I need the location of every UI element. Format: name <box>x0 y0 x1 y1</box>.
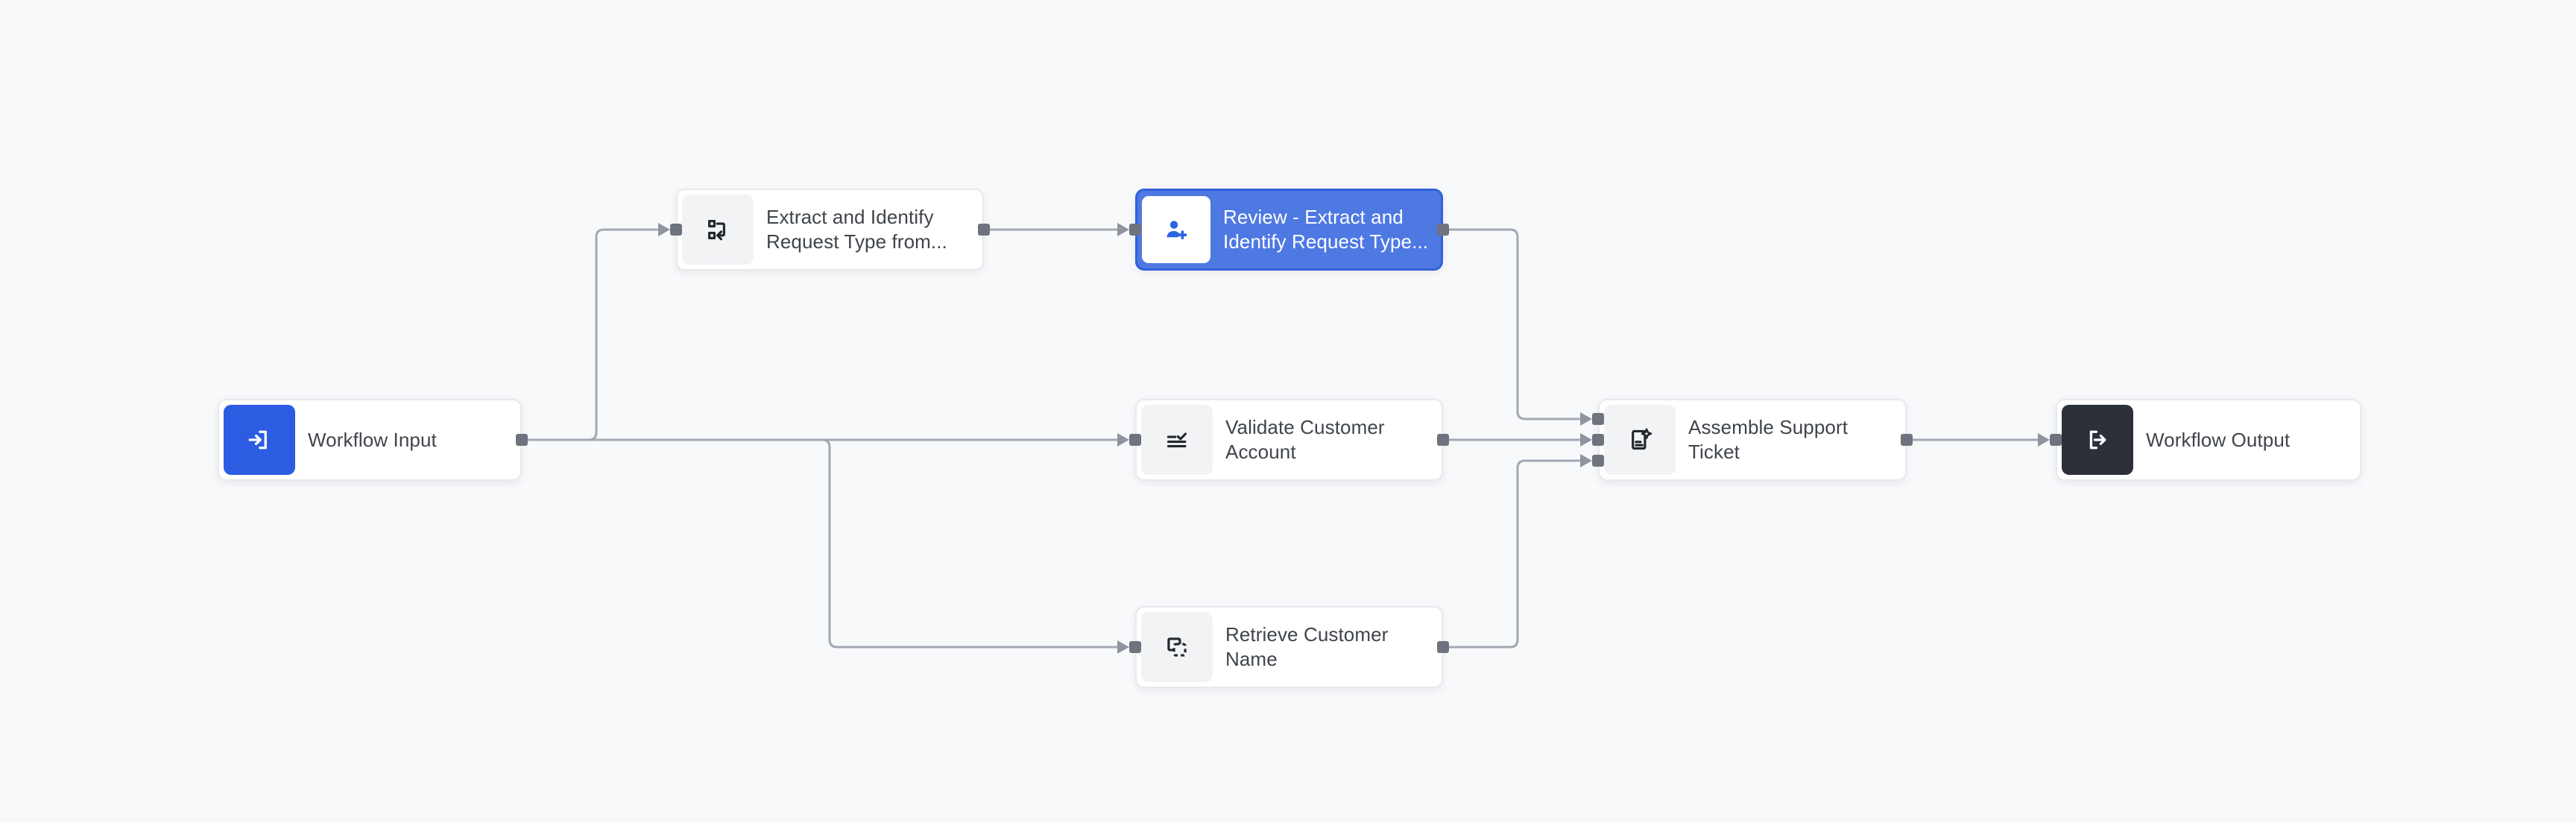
arrow-right-into-bracket-icon <box>245 426 274 454</box>
node-icon-box <box>1604 405 1676 475</box>
node-icon-box <box>2062 405 2133 475</box>
node-validate-customer-account[interactable]: Validate Customer Account <box>1135 399 1443 481</box>
input-port-0-review-extract-and-identify-request-type[interactable] <box>1129 224 1141 236</box>
edge-workflow-input-to-retrieve-customer-name[interactable] <box>528 438 1117 649</box>
edge-arrowhead-icon <box>1117 640 1129 654</box>
node-label: Retrieve Customer Name <box>1225 623 1389 670</box>
node-icon-box <box>682 195 754 265</box>
output-port-0-workflow-input[interactable] <box>516 434 528 446</box>
input-port-0-retrieve-customer-name[interactable] <box>1129 641 1141 653</box>
user-plus-icon <box>1162 215 1190 244</box>
node-workflow-input[interactable]: Workflow Input <box>218 399 522 481</box>
output-port-0-validate-customer-account[interactable] <box>1437 434 1449 446</box>
node-label: Validate Customer Account <box>1225 416 1385 463</box>
output-port-0-review-extract-and-identify-request-type[interactable] <box>1437 224 1449 236</box>
input-port-0-extract-and-identify-request-type[interactable] <box>670 224 682 236</box>
node-label: Workflow Output <box>2146 428 2291 451</box>
input-port-2-assemble-support-ticket[interactable] <box>1592 455 1604 467</box>
node-label: Assemble Support Ticket <box>1688 416 1849 463</box>
node-icon-box <box>224 405 295 475</box>
subtask-icon <box>704 216 731 243</box>
output-port-0-assemble-support-ticket[interactable] <box>1901 434 1913 446</box>
node-label: Extract and Identify Request Type from..… <box>766 206 947 253</box>
node-label: Workflow Input <box>308 428 437 451</box>
document-sparkle-icon <box>1626 426 1653 453</box>
edge-arrowhead-icon <box>1117 433 1129 447</box>
checklist-icon <box>1164 426 1190 453</box>
selection-icon <box>1164 634 1190 660</box>
output-port-0-extract-and-identify-request-type[interactable] <box>978 224 990 236</box>
input-port-0-workflow-output[interactable] <box>2050 434 2062 446</box>
node-workflow-output[interactable]: Workflow Output <box>2056 399 2361 481</box>
edge-arrowhead-icon <box>1580 454 1592 467</box>
node-icon-box <box>1141 612 1213 682</box>
edge-review-extract-and-identify-request-type-to-assemble-support-ticket[interactable] <box>1449 228 1580 420</box>
arrow-right-out-of-bracket-icon <box>2083 426 2112 454</box>
edge-arrowhead-icon <box>2038 433 2050 447</box>
input-port-0-validate-customer-account[interactable] <box>1129 434 1141 446</box>
edge-arrowhead-icon <box>658 223 670 236</box>
node-assemble-support-ticket[interactable]: Assemble Support Ticket <box>1598 399 1907 481</box>
output-port-0-retrieve-customer-name[interactable] <box>1437 641 1449 653</box>
node-retrieve-customer-name[interactable]: Retrieve Customer Name <box>1135 606 1443 688</box>
edge-arrowhead-icon <box>1580 433 1592 447</box>
node-review-extract-and-identify-request-type[interactable]: Review - Extract and Identify Request Ty… <box>1135 189 1443 271</box>
edge-arrowhead-icon <box>1580 412 1592 426</box>
node-icon-box <box>1142 196 1210 263</box>
node-extract-and-identify-request-type[interactable]: Extract and Identify Request Type from..… <box>676 189 984 271</box>
edge-retrieve-customer-name-to-assemble-support-ticket[interactable] <box>1449 459 1580 649</box>
edge-workflow-input-to-extract-and-identify-request-type[interactable] <box>528 228 658 441</box>
edge-arrowhead-icon <box>1117 223 1129 236</box>
node-label: Review - Extract and Identify Request Ty… <box>1223 206 1429 253</box>
node-icon-box <box>1141 405 1213 475</box>
input-port-1-assemble-support-ticket[interactable] <box>1592 434 1604 446</box>
input-port-0-assemble-support-ticket[interactable] <box>1592 413 1604 425</box>
